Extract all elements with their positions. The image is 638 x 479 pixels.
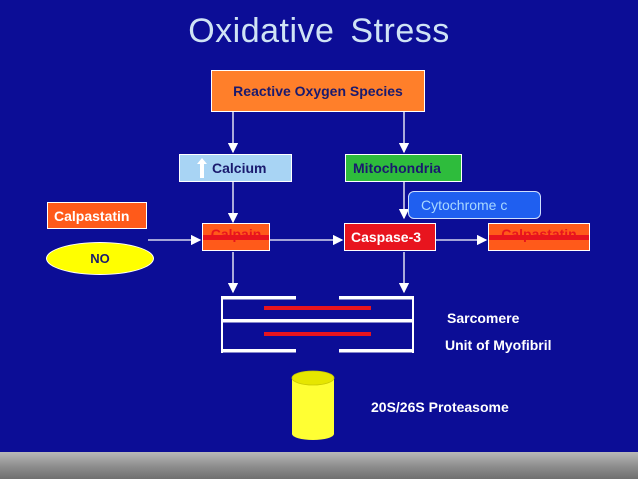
cytochrome-label: Cytochrome c xyxy=(421,197,508,213)
calpastatin-left-box: Calpastatin xyxy=(47,202,147,229)
cytochrome-box: Cytochrome c xyxy=(408,191,541,219)
sarcomere-diagram xyxy=(221,296,414,353)
caspase3-box: Caspase-3 xyxy=(344,223,436,251)
calpastatin-left-label: Calpastatin xyxy=(54,207,130,224)
ros-box: Reactive Oxygen Species xyxy=(211,70,425,112)
slide: Oxidative Stress xyxy=(0,0,638,452)
calpain-box: Calpain xyxy=(202,223,270,251)
bottom-bar xyxy=(0,452,638,479)
calcium-label: Calcium xyxy=(212,160,267,176)
calpastatin-right-box: Calpastatin xyxy=(488,223,590,251)
ros-label: Reactive Oxygen Species xyxy=(233,83,403,99)
myofibril-label: Unit of Myofibril xyxy=(445,337,552,353)
proteasome-label: 20S/26S Proteasome xyxy=(371,399,509,415)
mitochondria-box: Mitochondria xyxy=(345,154,462,182)
no-ellipse: NO xyxy=(46,242,154,275)
calpain-strike xyxy=(203,235,269,240)
calcium-box: Calcium xyxy=(179,154,292,182)
mitochondria-label: Mitochondria xyxy=(353,160,441,176)
diagram-connectors xyxy=(148,112,488,440)
proteasome-cylinder-icon xyxy=(291,370,335,440)
slide-title: Oxidative Stress xyxy=(188,12,450,50)
sarcomere-label: Sarcomere xyxy=(447,310,520,326)
caspase3-label: Caspase-3 xyxy=(351,229,422,245)
calpastatin-right-strike xyxy=(489,235,589,240)
no-label: NO xyxy=(90,251,110,266)
up-arrow-icon xyxy=(197,158,207,178)
